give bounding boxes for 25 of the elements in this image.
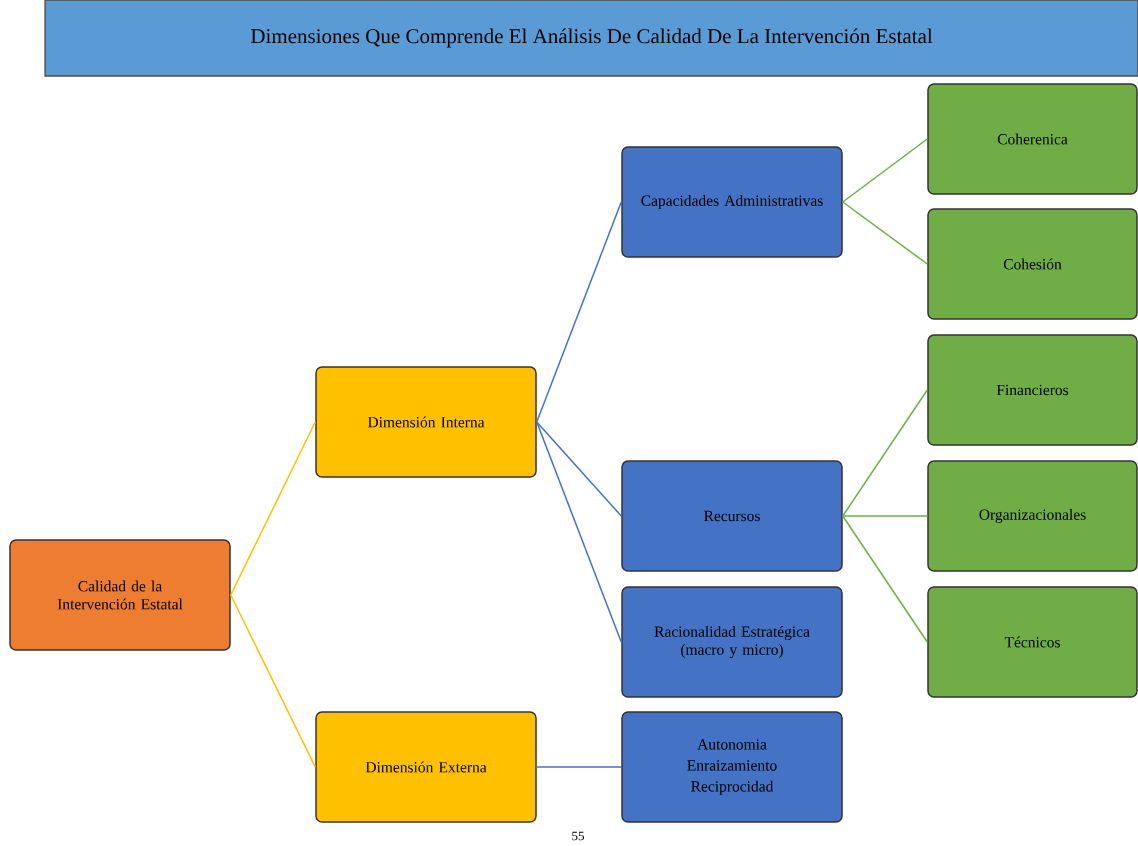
root-box: Calidad de la Intervención Estatal <box>9 539 231 651</box>
connector-line <box>842 389 928 517</box>
item-box: Técnicos <box>927 586 1138 698</box>
item-box: Coherenica <box>927 83 1138 195</box>
item-box: Financieros <box>927 334 1138 446</box>
category-box: Racionalidad Estratégica (macro y micro) <box>621 586 843 698</box>
connector-line <box>230 421 316 596</box>
item-box: Organizacionales <box>927 460 1138 572</box>
connector-line <box>536 421 622 517</box>
connector-line <box>230 594 316 768</box>
item-box: Cohesión <box>927 208 1138 320</box>
category-box: Recursos <box>621 460 843 572</box>
page-number: 55 <box>572 831 584 841</box>
category-box: Autonomia Enraizamiento Reciprocidad <box>621 711 843 823</box>
connector-line <box>842 515 928 643</box>
connector-line <box>536 201 622 423</box>
connector-line <box>536 766 622 768</box>
connector-line <box>536 421 622 643</box>
connector-line <box>842 515 928 517</box>
category-box: Capacidades Administrativas <box>621 146 843 258</box>
connector-line <box>842 138 928 203</box>
title-banner: Dimensiones Que Comprende El Análisis De Calidad De La Intervención Estatal <box>44 0 1138 77</box>
connector-line <box>842 201 928 265</box>
dimension-box: Dimensión Externa <box>315 711 537 823</box>
dimension-box: Dimensión Interna <box>315 366 537 478</box>
